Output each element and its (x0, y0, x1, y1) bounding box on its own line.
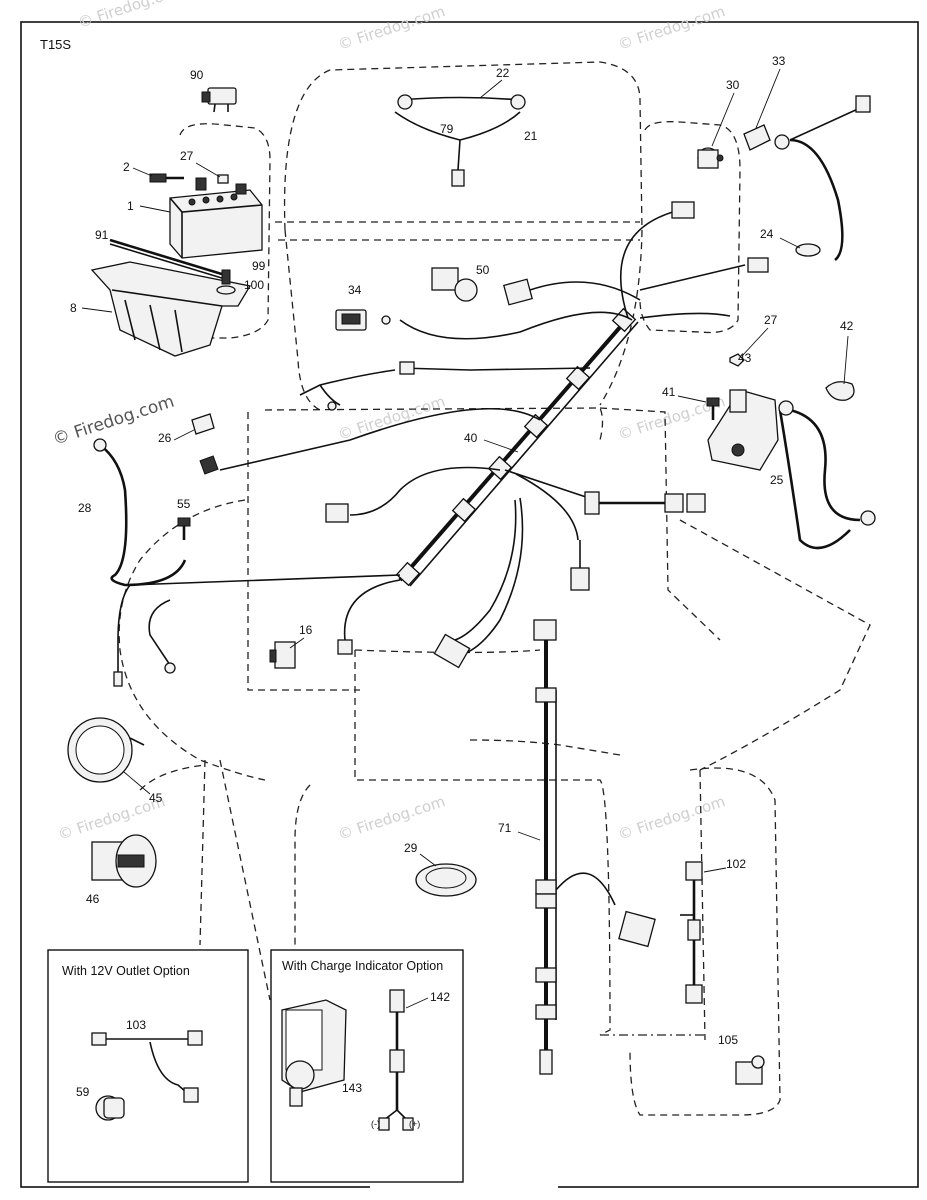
indicator-harness-part-142: 142 (-) (+) (371, 989, 450, 1131)
hour-meter-part-46: 46 (86, 834, 157, 906)
callout-91: 91 (95, 228, 109, 242)
callout-100: 100 (244, 278, 264, 292)
callout-43: 43 (738, 351, 752, 365)
callout-79: 79 (440, 122, 454, 136)
callout-55: 55 (177, 497, 191, 511)
charge-indicator-part-143: 143 (281, 999, 362, 1107)
switch-part-34: 34 (335, 283, 367, 331)
headlight-harness-part-22: 22 (394, 66, 526, 187)
nut-part-27-solenoid: 27 (729, 313, 778, 367)
plus-terminal-label: (+) (409, 1119, 420, 1129)
watermark-text: © Firedog.com (336, 392, 448, 444)
relay-part-16: 16 (269, 623, 313, 669)
charge-indicator-option-panel: With Charge Indicator Option 143 142 (-)… (270, 949, 464, 1183)
key-switch-part-30: 30 (697, 78, 740, 169)
callout-102: 102 (726, 857, 746, 871)
callout-1: 1 (127, 199, 134, 213)
callout-99: 99 (252, 259, 266, 273)
battery-cable-part-25: 25 (770, 400, 876, 550)
callout-33: 33 (772, 54, 786, 68)
callout-34: 34 (348, 283, 362, 297)
watermark-text: © Firedog.com (336, 792, 448, 844)
outlet-option-panel: With 12V Outlet Option 103 59 (47, 949, 249, 1183)
callout-142: 142 (430, 990, 450, 1004)
callout-103: 103 (126, 1018, 146, 1032)
callout-143: 143 (342, 1081, 362, 1095)
rear-harness-part-71: 71 (498, 619, 656, 1075)
washer-part-100: 100 (216, 278, 264, 295)
callout-59: 59 (76, 1085, 90, 1099)
watermark-text: © Firedog.com (616, 2, 728, 54)
callout-16: 16 (299, 623, 313, 637)
watermark-text: © Firedog.com (616, 792, 728, 844)
outlet-option-title: With 12V Outlet Option (62, 964, 190, 978)
callout-2: 2 (123, 160, 130, 174)
terminal-boot-part-42: 42 (825, 319, 855, 401)
socket-part-21: 21 (524, 129, 538, 143)
callout-71: 71 (498, 821, 512, 835)
callout-50: 50 (476, 263, 490, 277)
callout-41: 41 (662, 385, 676, 399)
battery-tray-part-8: 8 (70, 261, 252, 357)
battery-cable-part-24: 24 (760, 95, 871, 262)
connector-part-90: 90 (190, 68, 237, 113)
callout-30: 30 (726, 78, 740, 92)
callout-46: 46 (86, 892, 100, 906)
callout-27: 27 (180, 149, 194, 163)
screw-part-99: 99 (221, 259, 266, 285)
callout-105: 105 (718, 1033, 738, 1047)
callout-21: 21 (524, 129, 538, 143)
switch-part-29: 29 (404, 841, 477, 897)
strap-part-91: 91 (95, 228, 226, 280)
minus-terminal-label: (-) (371, 1119, 380, 1129)
watermark-text: © Firedog.com (76, 0, 188, 32)
outlet-harness-part-103: 103 (91, 1018, 203, 1103)
callout-24: 24 (760, 227, 774, 241)
callout-26: 26 (158, 431, 172, 445)
bolt-part-41: 41 (662, 385, 720, 420)
callout-42: 42 (840, 319, 854, 333)
watermarks: © Firedog.com © Firedog.com © Firedog.co… (50, 0, 727, 844)
ammeter-part-45: 45 (67, 717, 163, 805)
callout-45: 45 (149, 791, 163, 805)
nut-part-27-battery: 27 (180, 149, 229, 184)
ground-cable-part-28: 28 (78, 438, 187, 587)
callout-40: 40 (464, 431, 478, 445)
callout-27-solenoid: 27 (764, 313, 778, 327)
module-part-33: 33 (743, 54, 786, 151)
clip-part-26: 26 (158, 413, 215, 445)
screw-part-55: 55 (177, 497, 191, 540)
power-outlet-part-59: 59 (76, 1085, 125, 1121)
solenoid-part-43: 43 (707, 351, 779, 471)
callout-29: 29 (404, 841, 418, 855)
callout-90: 90 (190, 68, 204, 82)
model-code: T15S (40, 37, 71, 52)
fuse-holder-part-105: 105 (718, 1033, 765, 1085)
bolt-part-2: 2 (123, 160, 184, 183)
diode-harness-part-102: 102 (680, 857, 746, 1004)
callout-28: 28 (78, 501, 92, 515)
callout-22: 22 (496, 66, 510, 80)
callout-8: 8 (70, 301, 77, 315)
fuse-part-50: 50 (431, 263, 490, 302)
watermark-text: © Firedog.com (336, 2, 448, 54)
charge-option-title: With Charge Indicator Option (282, 959, 443, 973)
main-harness-part-40: 40 (113, 201, 769, 687)
callout-25: 25 (770, 473, 784, 487)
battery-part-1: 1 (127, 177, 263, 259)
bulb-part-79: 79 (440, 122, 454, 136)
